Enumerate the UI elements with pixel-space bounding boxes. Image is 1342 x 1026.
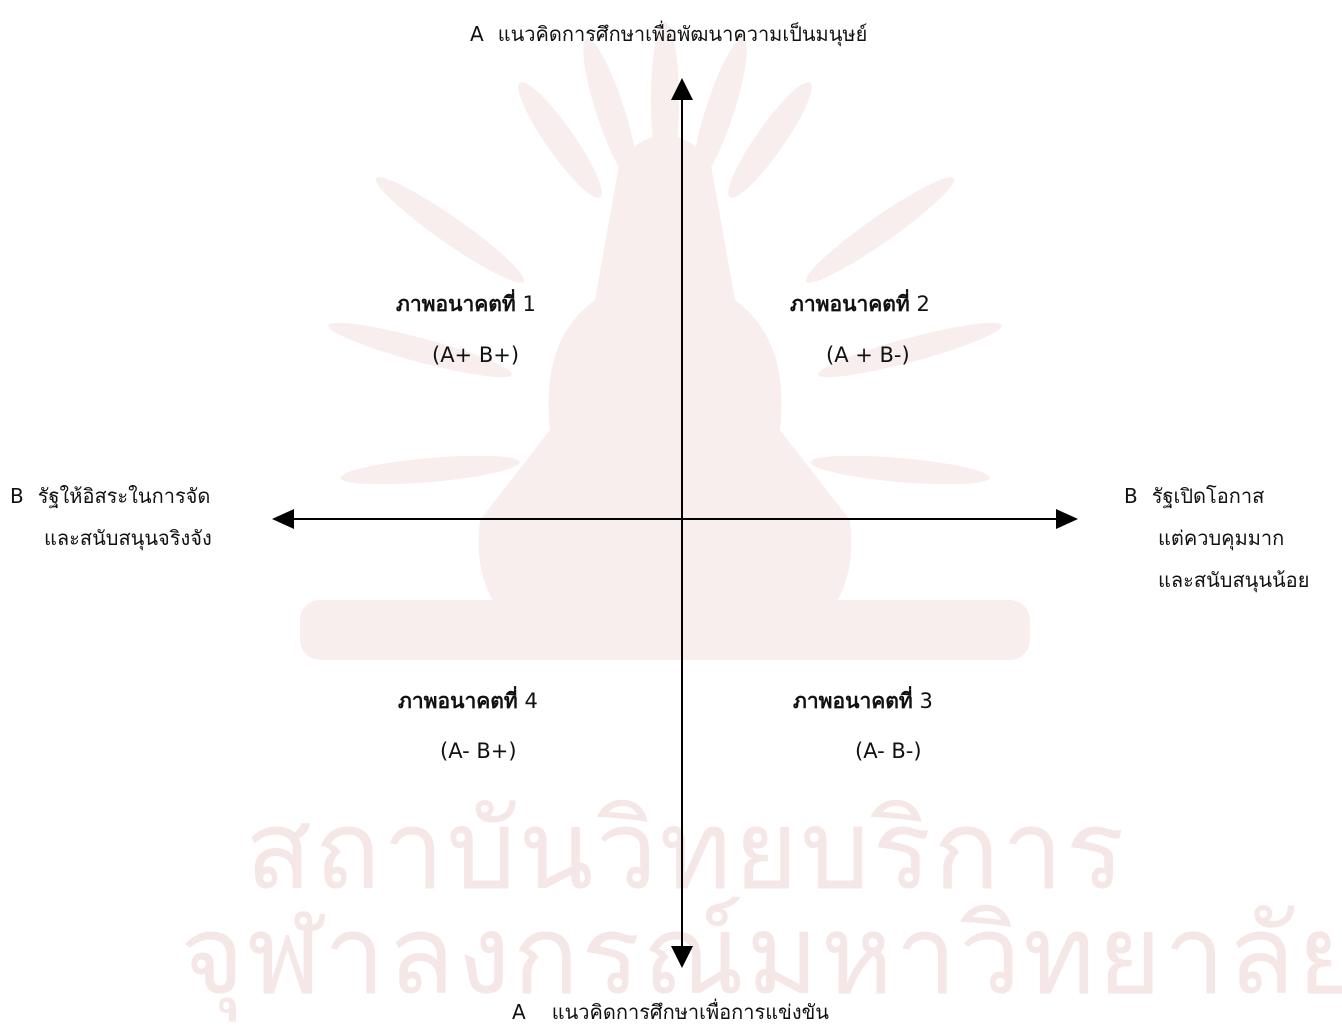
quadrant-4-title-text: ภาพอนาคตที่: [398, 689, 518, 713]
left-axis-text-line2: และสนับสนุนจริงจัง: [44, 526, 212, 550]
quadrant-3-number: 3: [919, 689, 933, 713]
watermark-text-line1: สถาบันวิทยบริการ: [245, 786, 1127, 914]
left-axis-letter: B: [10, 484, 24, 508]
quadrant-1-title-text: ภาพอนาคตที่: [396, 292, 516, 316]
bottom-axis-letter: A: [512, 1000, 526, 1024]
right-axis-label: B รัฐเปิดโอกาส: [1124, 484, 1264, 508]
quadrant-3-code: (A- B-): [855, 739, 922, 763]
emblem-body: [478, 135, 852, 640]
bottom-axis-text: แนวคิดการศึกษาเพื่อการแข่งขัน: [551, 1000, 829, 1024]
quadrant-4-number: 4: [524, 689, 538, 713]
left-axis-label: B รัฐให้อิสระในการจัด: [10, 484, 210, 508]
right-axis-letter: B: [1124, 484, 1138, 508]
emblem-rays: [328, 22, 1002, 485]
top-axis-letter: A: [470, 22, 484, 46]
right-axis-text-line1: รัฐเปิดโอกาส: [1151, 484, 1265, 508]
top-axis-text: แนวคิดการศึกษาเพื่อพัฒนาความเป็นมนุษย์: [497, 22, 868, 46]
right-axis-text-line2: แต่ควบคุมมาก: [1158, 526, 1285, 550]
bottom-axis-label: A แนวคิดการศึกษาเพื่อการแข่งขัน: [512, 1000, 829, 1024]
arrow-left-icon: [272, 509, 294, 529]
quadrant-2-title: ภาพอนาคตที่ 2: [790, 288, 930, 321]
quadrant-1-number: 1: [522, 292, 536, 316]
left-axis-text-line1: รัฐให้อิสระในการจัด: [37, 484, 211, 508]
quadrant-2-number: 2: [916, 292, 930, 316]
arrow-up-icon: [671, 78, 693, 100]
right-axis-text-line3: และสนับสนุนน้อย: [1158, 568, 1310, 592]
arrow-down-icon: [671, 946, 693, 968]
quadrant-2-code: (A + B-): [826, 343, 910, 367]
quadrant-3-title-text: ภาพอนาคตที่: [793, 689, 913, 713]
quadrant-4-title: ภาพอนาคตที่ 4: [398, 685, 538, 718]
watermark-text-line2: จุฬาลงกรณ์มหาวิทยาลัย: [180, 891, 1342, 1019]
emblem-base: [300, 600, 1030, 660]
arrow-right-icon: [1056, 509, 1078, 529]
quadrant-1-code: (A+ B+): [432, 343, 520, 367]
quadrant-4-code: (A- B+): [440, 739, 517, 763]
quadrant-3-title: ภาพอนาคตที่ 3: [793, 685, 933, 718]
quadrant-2-title-text: ภาพอนาคตที่: [790, 292, 910, 316]
top-axis-label: A แนวคิดการศึกษาเพื่อพัฒนาความเป็นมนุษย์: [470, 22, 867, 46]
quadrant-1-title: ภาพอนาคตที่ 1: [396, 288, 536, 321]
